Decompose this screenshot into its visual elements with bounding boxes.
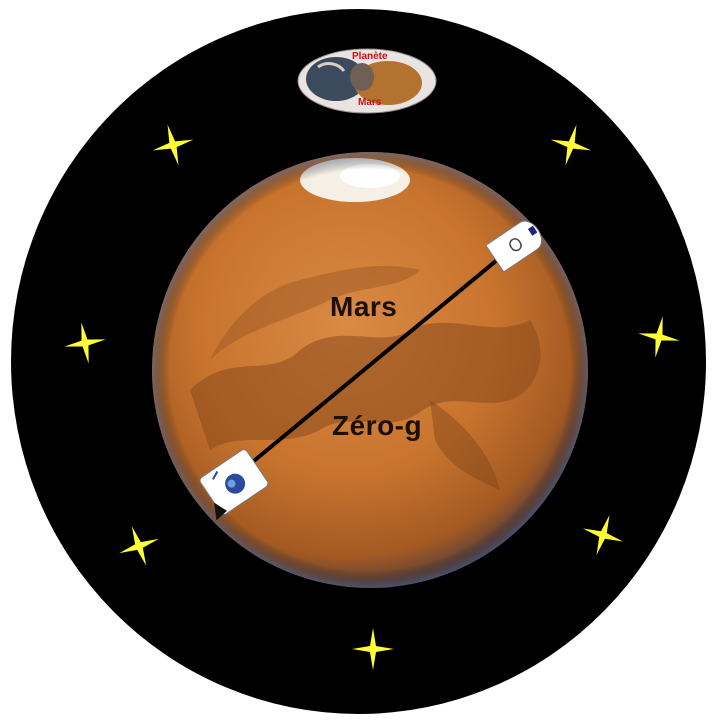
star-icon bbox=[64, 322, 106, 364]
patch-title: Mars bbox=[330, 291, 398, 322]
planete-mars-logo: Planète Mars bbox=[296, 47, 438, 115]
star-icon bbox=[638, 316, 680, 358]
patch-subtitle: Zéro-g bbox=[332, 410, 423, 441]
logo-text-planete: Planète bbox=[352, 51, 388, 62]
star-icon bbox=[583, 515, 623, 555]
mars-planet bbox=[152, 152, 588, 588]
star-icon bbox=[119, 526, 159, 566]
star-icon bbox=[352, 628, 394, 670]
star-icon bbox=[152, 124, 194, 166]
logo-text-mars: Mars bbox=[358, 97, 382, 108]
star-icon bbox=[550, 124, 592, 166]
